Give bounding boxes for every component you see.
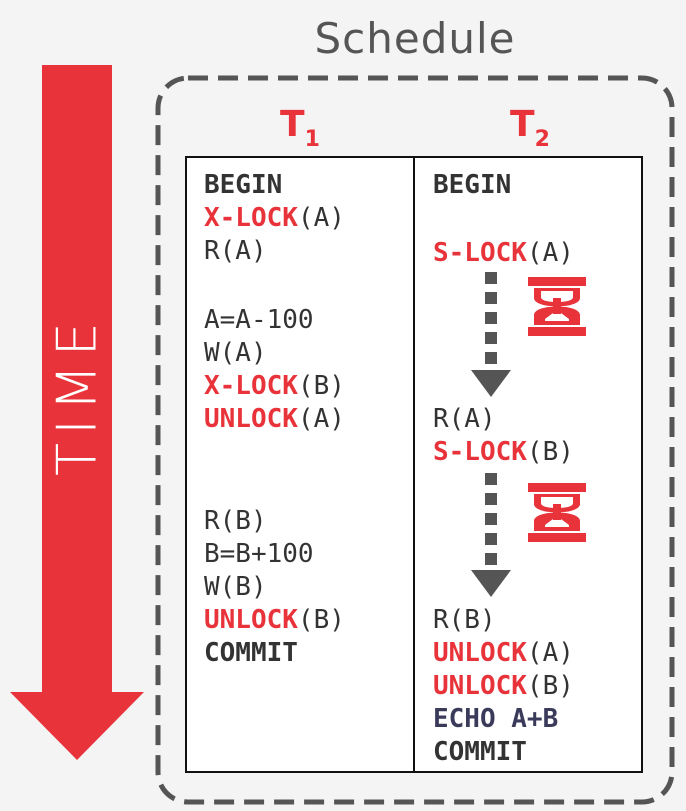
argument: (A): [297, 203, 345, 233]
t2-line-unlock-b: UNLOCK(B): [433, 671, 574, 701]
t1-line-compute-b: B=B+100: [204, 539, 314, 569]
argument: (B): [526, 437, 574, 467]
argument: (A): [526, 238, 574, 268]
t1-line-unlock-a: UNLOCK(A): [204, 404, 345, 434]
t2-header: T2: [510, 104, 550, 152]
column-divider: [413, 156, 415, 773]
keyword: COMMIT: [433, 737, 527, 767]
argument: (A): [526, 638, 574, 668]
t1-line-begin: BEGIN: [204, 170, 282, 200]
wait-arrow: [471, 272, 511, 397]
keyword: ECHO A+B: [433, 704, 559, 734]
t1-line-write-b: W(B): [204, 572, 267, 602]
keyword: S-LOCK: [433, 437, 527, 467]
t2-line-begin: BEGIN: [433, 170, 511, 200]
t1-header: T1: [280, 104, 320, 152]
argument: (B): [526, 671, 574, 701]
argument: (A): [297, 404, 345, 434]
diagram-title: Schedule: [314, 14, 516, 63]
t2-line-slock-b: S-LOCK(B): [433, 437, 574, 467]
t2-line-read-a: R(A): [433, 404, 496, 434]
t2-line-read-b: R(B): [433, 605, 496, 635]
keyword: BEGIN: [433, 170, 512, 200]
keyword: UNLOCK: [433, 638, 527, 668]
t2-line-commit: COMMIT: [433, 737, 527, 767]
t2-line-echo: ECHO A+B: [433, 704, 558, 734]
t1-line-commit: COMMIT: [204, 638, 298, 668]
t1-line-unlock-b: UNLOCK(B): [204, 605, 345, 635]
t1-header-label: T: [280, 104, 305, 145]
t2-line-slock-a: S-LOCK(A): [433, 238, 574, 268]
keyword: COMMIT: [204, 638, 298, 668]
t1-line-xlock-a: X-LOCK(A): [204, 203, 345, 233]
t1-header-subscript: 1: [304, 127, 320, 152]
keyword: UNLOCK: [433, 671, 527, 701]
time-arrow-shape: [10, 65, 144, 760]
argument: (B): [297, 371, 345, 401]
keyword: UNLOCK: [204, 404, 298, 434]
keyword: UNLOCK: [204, 605, 298, 635]
keyword: X-LOCK: [204, 371, 298, 401]
t2-header-subscript: 2: [534, 127, 550, 152]
t1-line-read-b: R(B): [204, 506, 267, 536]
keyword: S-LOCK: [433, 238, 527, 268]
t1-line-write-a: W(A): [204, 338, 267, 368]
hourglass-icon: [528, 483, 586, 542]
t2-header-label: T: [510, 104, 535, 145]
keyword: X-LOCK: [204, 203, 298, 233]
t1-line-compute-a: A=A-100: [204, 305, 314, 335]
t1-line-xlock-b: X-LOCK(B): [204, 371, 345, 401]
t2-line-unlock-a: UNLOCK(A): [433, 638, 574, 668]
wait-arrow: [471, 473, 511, 597]
hourglass-icon: [528, 277, 586, 336]
keyword: BEGIN: [204, 170, 283, 200]
t1-line-read-a: R(A): [204, 236, 267, 266]
argument: (B): [297, 605, 345, 635]
